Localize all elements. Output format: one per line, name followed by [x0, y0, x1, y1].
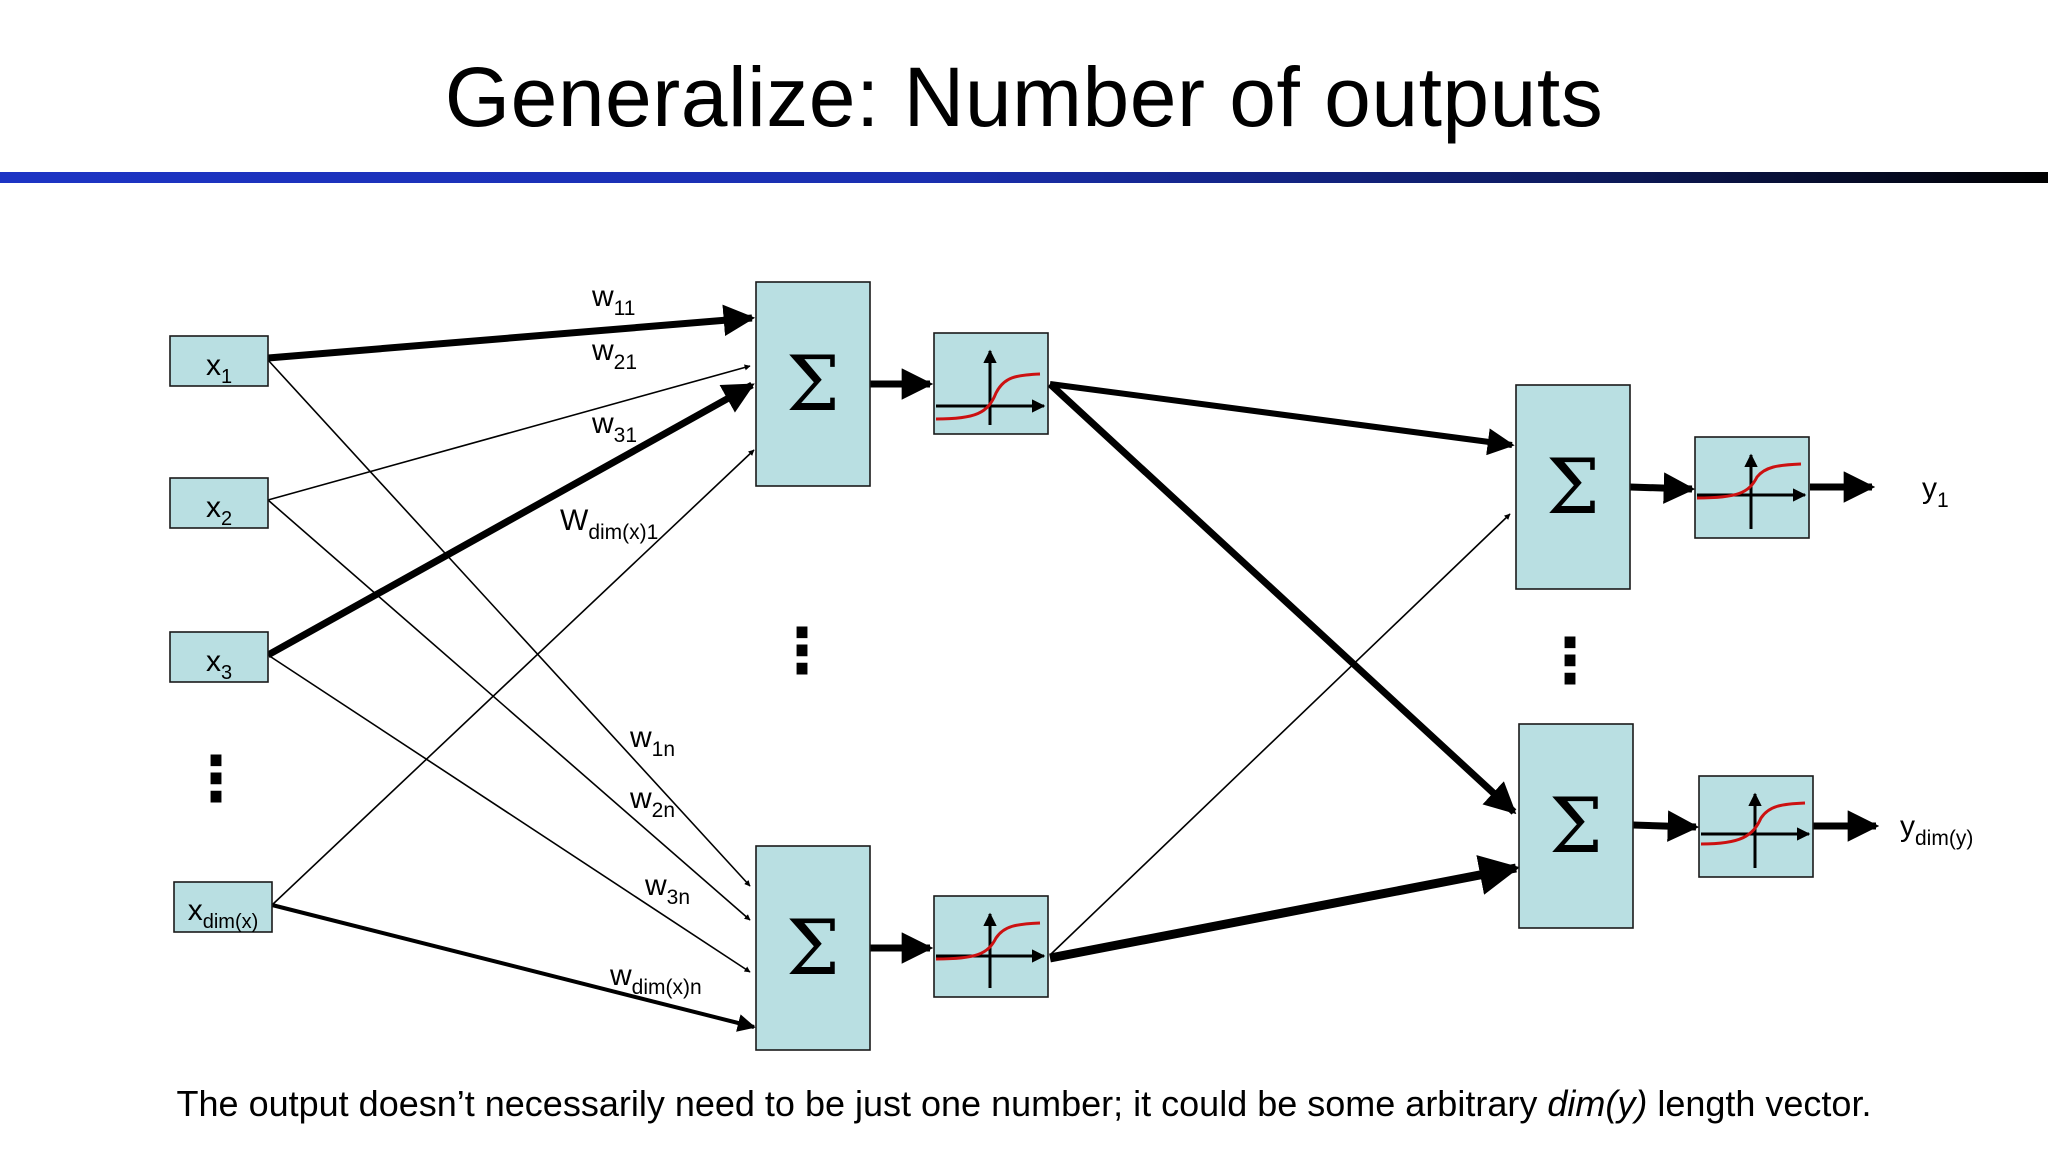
weight-label-w1n: w1n: [629, 721, 675, 761]
input-node-x1: [169, 335, 269, 387]
activation-node-hidden-1: [933, 332, 1049, 435]
ellipsis-hidden: ⋮: [771, 614, 833, 687]
activation-curve: [1696, 462, 1802, 500]
activation-curve: [935, 372, 1041, 421]
sum-node-hidden-n: [755, 845, 871, 1051]
activation-curve: [1700, 801, 1806, 846]
input-node-x2: [169, 477, 269, 529]
edge-x2-to-sum-top: [267, 364, 751, 501]
edge-x1-to-sum-top: [267, 304, 756, 362]
output-label-ydim: ydim(y): [1900, 810, 1973, 850]
edge-act-top-to-out-top: [1049, 381, 1515, 456]
sum-symbol-output-1: Σ: [1546, 442, 1600, 531]
caption-text-start: The output doesn’t necessarily need to b…: [176, 1083, 1548, 1124]
sum-symbol-output-dim: Σ: [1549, 781, 1603, 870]
title-rule: [0, 172, 2048, 183]
edge-act-top-to-out-bottom: [1047, 381, 1517, 815]
caption-emphasis: dim(y): [1547, 1083, 1648, 1124]
weight-label-w21: w21: [591, 334, 637, 374]
input-node-x3: [169, 631, 269, 683]
sum-symbol-hidden-n: Σ: [786, 903, 840, 992]
thin-edges: [267, 359, 1511, 973]
input-node-xdim: [173, 881, 273, 933]
edge-out-bottom-sum-to-act: [1632, 810, 1700, 842]
weight-label-w31: w31: [591, 407, 637, 447]
slide-caption: The output doesn’t necessarily need to b…: [0, 1080, 2048, 1128]
activation-node-output-1: [1694, 436, 1810, 539]
input-nodes: [169, 335, 273, 933]
ellipsis-inputs: ⋮: [185, 742, 247, 815]
weight-label-w11: w11: [591, 280, 635, 320]
input-label-xdim: xdim(x): [188, 894, 259, 933]
sum-node-output-dim: [1518, 723, 1634, 929]
sum-nodes: [755, 281, 1634, 1051]
sum-node-output-1: [1515, 384, 1631, 590]
sum-node-hidden-1: [755, 281, 871, 487]
ellipsis-output: ⋮: [1539, 624, 1601, 697]
weight-label-wdimxn: wdim(x)n: [609, 959, 702, 999]
edge-x3-to-sum-n: [267, 654, 751, 973]
thick-edges: [266, 304, 1880, 1032]
activation-node-hidden-n: [933, 895, 1049, 998]
edge-act-n-to-out-top: [1049, 513, 1511, 956]
edge-x2-to-sum-n: [267, 499, 751, 921]
edge-x1-to-sum-n: [267, 359, 751, 887]
activation-node-output-dim: [1698, 775, 1814, 878]
input-label-x2: x2: [206, 491, 232, 530]
edge-out-top-sum-to-act: [1629, 472, 1696, 504]
edge-act-n-to-out-bottom: [1049, 855, 1520, 963]
caption-text-end: length vector.: [1647, 1083, 1872, 1124]
edge-x3-to-sum-top: [266, 381, 755, 659]
output-label-y1: y1: [1922, 472, 1949, 512]
weight-label-w2n: w2n: [629, 782, 675, 822]
sum-symbol-hidden-1: Σ: [786, 339, 840, 428]
slide-title: Generalize: Number of outputs: [444, 50, 1604, 144]
edge-xdim-to-sum-n: [271, 903, 756, 1032]
input-label-x1: x1: [206, 349, 232, 388]
weight-label-wdimx1: Wdim(x)1: [560, 504, 658, 544]
edge-xdim-to-sum-top: [271, 449, 755, 906]
weight-label-w3n: w3n: [644, 869, 690, 909]
activation-curve: [935, 921, 1041, 961]
input-label-x3: x3: [206, 645, 232, 684]
